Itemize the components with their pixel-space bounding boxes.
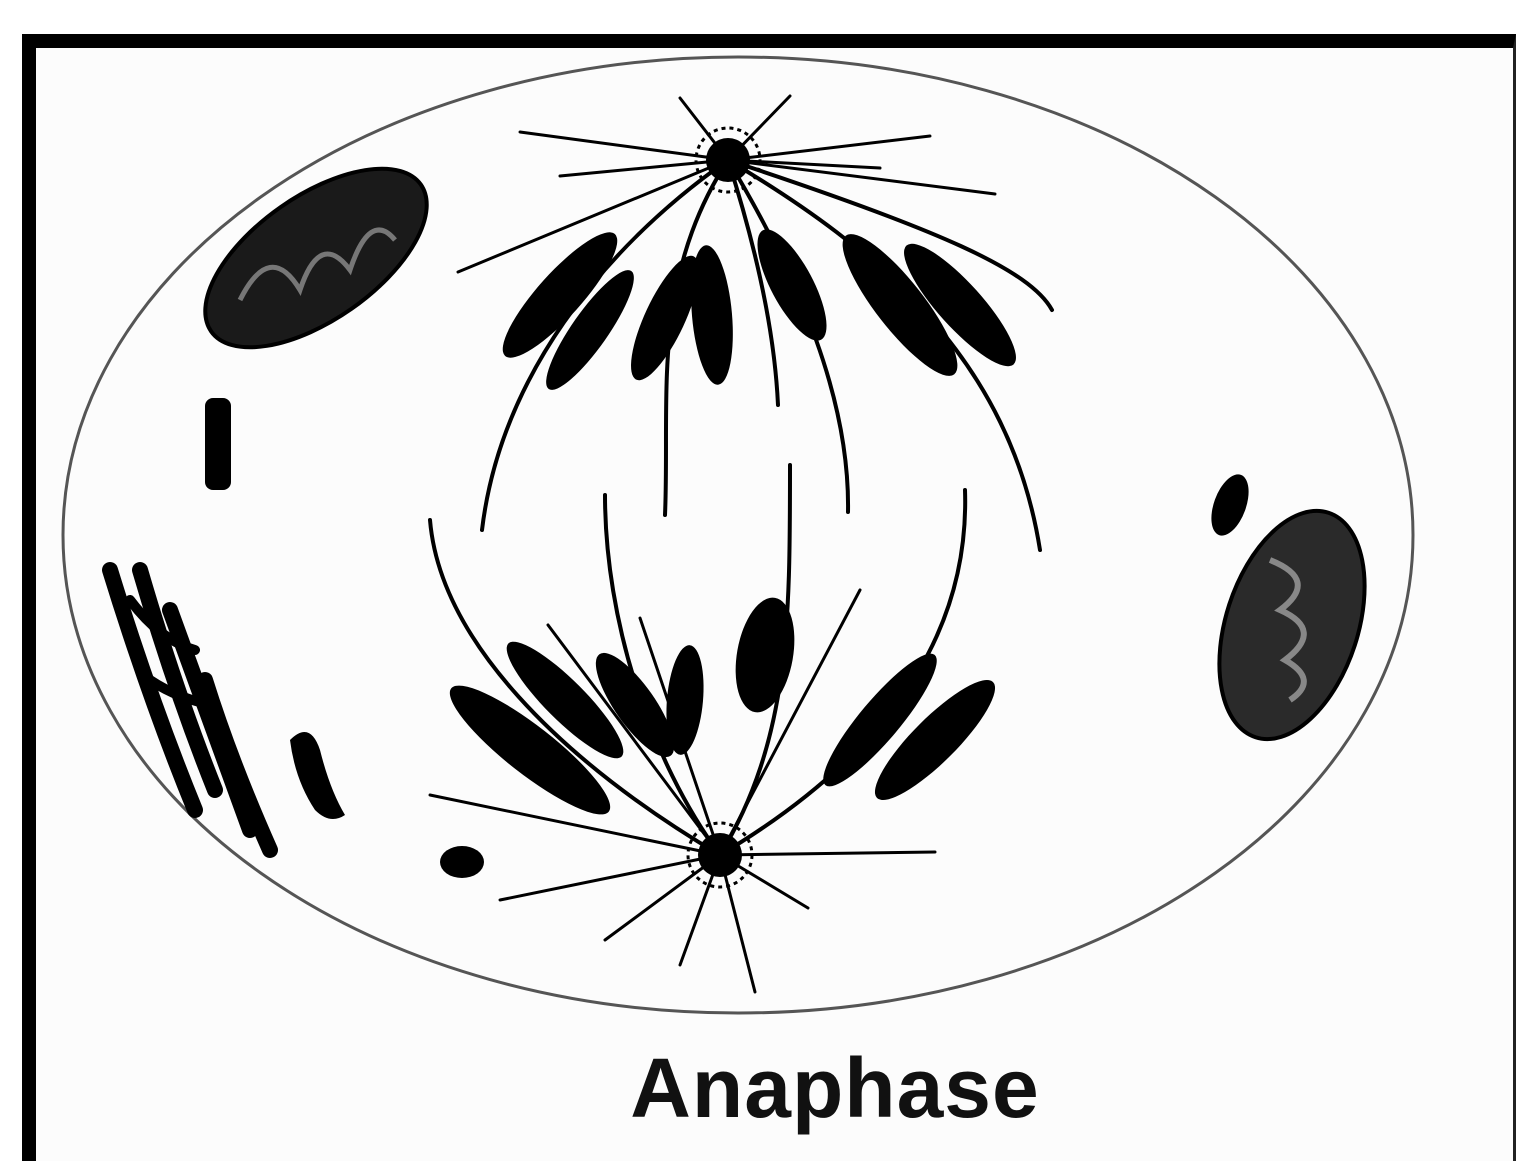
upper-chromosomes: [489, 219, 1030, 399]
diagram-caption: Anaphase: [0, 1040, 1516, 1137]
golgi-apparatus: [110, 570, 270, 850]
mitochondrion-upper-left: [176, 134, 457, 382]
lower-chromosomes: [436, 593, 1008, 830]
cell-membrane: [63, 57, 1413, 1013]
vesicles: [205, 398, 1256, 878]
